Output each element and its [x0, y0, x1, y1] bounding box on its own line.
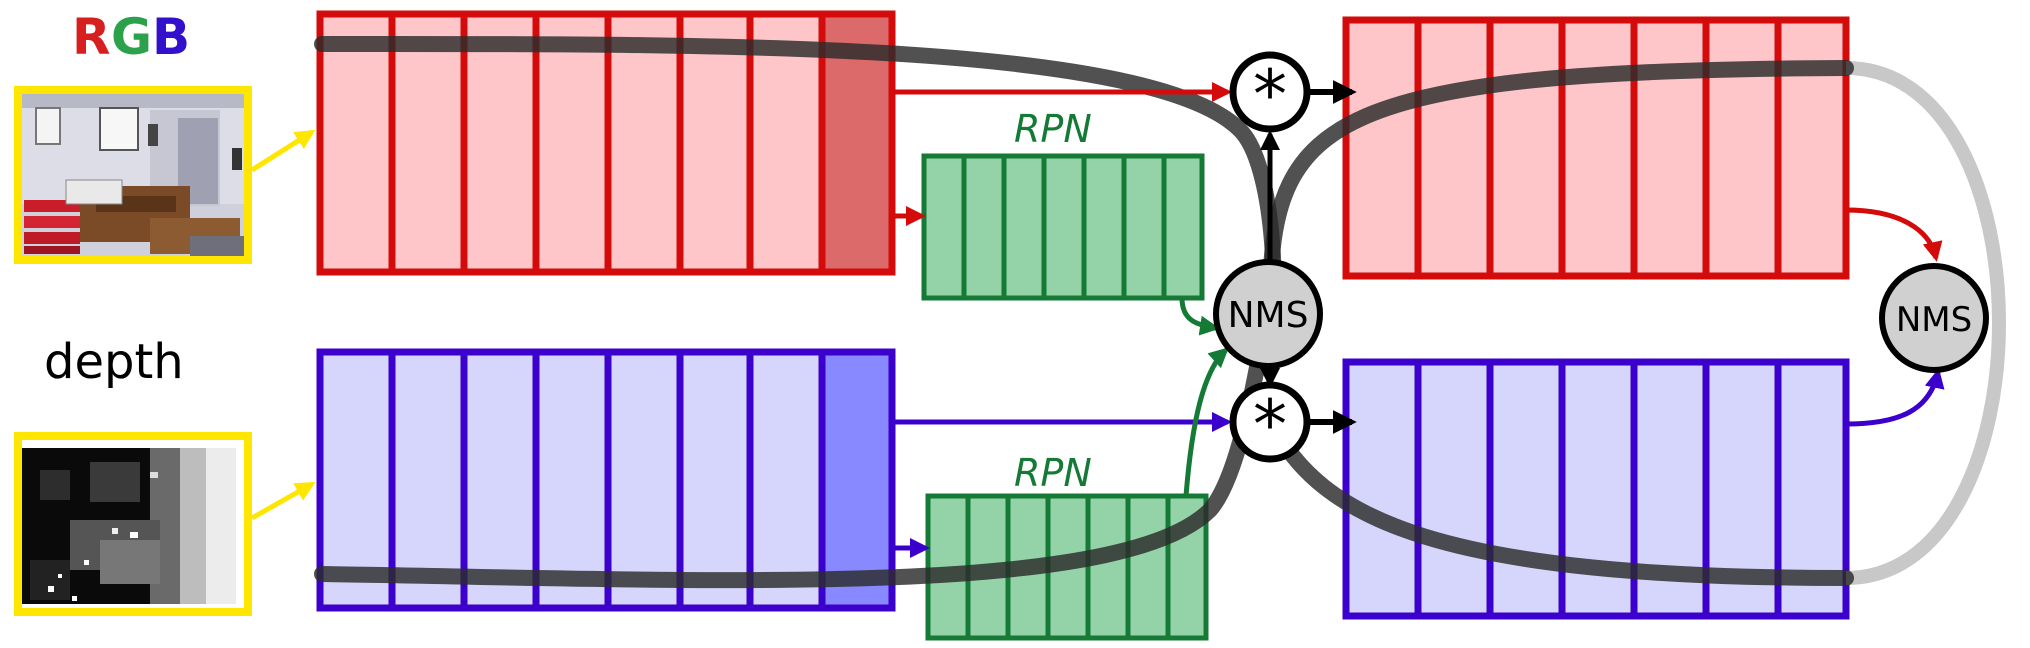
multiply-node-bottom: *: [1229, 381, 1311, 465]
rgb-letter-r: R: [72, 8, 111, 66]
rgb-letter-g: G: [111, 8, 152, 66]
rgb-head-to-nms-arrow: [1845, 207, 1943, 262]
depth-input-arrow: [250, 481, 316, 521]
depth-head-to-nms-arrow: [1845, 368, 1945, 427]
multiply-node-top: *: [1229, 51, 1311, 135]
depth-label: depth: [44, 334, 184, 390]
multiply-bottom-symbol: *: [1253, 386, 1287, 465]
nms-right-label: NMS: [1896, 300, 1972, 340]
rpn-top-to-nms-arrow: [1179, 297, 1220, 336]
depth-input-image: [14, 432, 252, 616]
rpn-bottom-to-nms-arrow: [1183, 347, 1229, 497]
dark-path-fusion-top: [1262, 60, 1854, 298]
nms-node-center: NMS: [1213, 259, 1323, 369]
rgb-head-block: [1342, 16, 1850, 280]
multiply-top-symbol: *: [1253, 56, 1287, 135]
gray-return-path: [1845, 61, 2006, 585]
rgb-letter-b: B: [152, 8, 190, 66]
rpn-bottom-label: RPN: [1014, 451, 1092, 495]
rpn-top-block: [921, 153, 1205, 301]
rgb-input-image: [14, 86, 252, 264]
nms-center-label: NMS: [1228, 295, 1309, 336]
nms-node-right: NMS: [1879, 263, 1989, 373]
dark-path-fusion-bottom: [1262, 412, 1854, 586]
rgb-input-arrow: [250, 129, 316, 173]
rpn-top-label: RPN: [1014, 107, 1092, 151]
depth-backbone-block: [316, 348, 896, 612]
